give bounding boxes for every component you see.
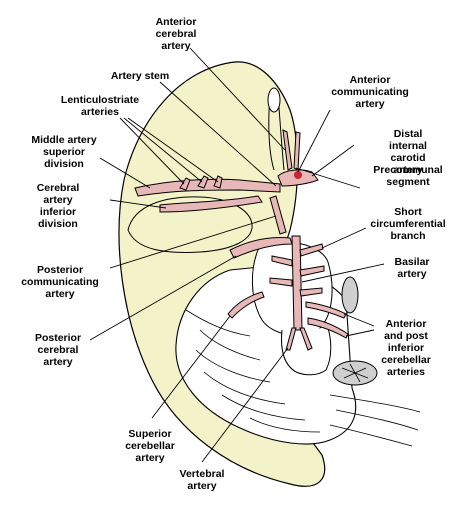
superior-cerebellar-vessel	[227, 291, 265, 319]
spinal-cord-hatch	[341, 363, 369, 383]
leader-anterior-communicating	[297, 109, 331, 173]
middle-cerebral-artery-vessel	[134, 178, 281, 197]
leader-posterior-cerebral	[89, 255, 237, 341]
leader-cerebellar-2	[345, 329, 375, 337]
posterior-communicating-vessel	[269, 195, 287, 235]
label-vertebral-artery: Vertebral artery	[179, 468, 225, 492]
label-basilar-artery: Basilar artery	[394, 256, 430, 280]
label-posterior-communicating-artery: Posterior communicating artery	[21, 264, 99, 300]
leader-middle-superior	[99, 157, 151, 189]
leader-short-circumferential	[321, 227, 367, 249]
leader-lenticulostriate-2	[123, 117, 203, 183]
leader-lenticulostriate-3	[127, 117, 219, 183]
label-superior-cerebellar-artery: Superior cerebellar artery	[125, 428, 175, 464]
leader-superior-cerebellar	[151, 315, 231, 419]
label-middle-artery-superior-division: Middle artery superior division	[31, 134, 97, 170]
vertebral-vessels	[285, 327, 313, 351]
cerebellar-arteries-vessels	[305, 301, 349, 339]
anterior-cerebral-artery-vessel	[282, 129, 293, 171]
label-precommunal-segment: Precommunal segment	[373, 164, 443, 188]
leader-precommunal	[295, 167, 361, 189]
leader-anterior-cerebral	[189, 47, 286, 151]
label-posterior-cerebral-artery: Posterior cerebral artery	[34, 332, 82, 368]
olfactory-bulb	[267, 87, 281, 113]
leader-cerebral-inferior	[109, 199, 167, 209]
medulla	[281, 327, 332, 376]
leader-distal-carotid	[311, 144, 355, 177]
lenticulostriate-vessels	[179, 175, 223, 191]
label-short-circumferential-branch: Short circumferential branch	[370, 206, 446, 242]
leader-basilar	[301, 263, 385, 283]
circumferential-branches	[269, 243, 325, 297]
lower-folia	[329, 394, 421, 447]
leader-vertebral	[201, 347, 289, 463]
right-lobe-edge	[341, 276, 359, 314]
leader-posterior-communicating	[109, 215, 277, 269]
label-lenticulostriate-arteries: Lenticulostriate arteries	[60, 94, 140, 118]
anterior-communicating-spot	[294, 171, 302, 179]
label-artery-stem: Artery stem	[110, 70, 170, 82]
label-cerebral-artery-inferior-division: Cerebral artery inferior division	[36, 182, 80, 230]
leader-cerebellar-1	[343, 313, 375, 327]
leader-lines	[89, 47, 385, 463]
label-distal-internal-carotid-artery: Distal internal carotid artery	[389, 128, 427, 176]
middle-cerebral-inferior-vessel	[159, 195, 263, 213]
cerebellar-folia	[185, 309, 321, 433]
temporal-lobe-outline	[127, 196, 253, 253]
label-anterior-and-post-inferior-cerebellar-arteries: Anterior and post inferior cerebellar ar…	[381, 318, 431, 378]
label-anterior-cerebral-artery: Anterior cerebral artery	[155, 16, 197, 52]
leader-lenticulostriate-1	[119, 117, 185, 185]
leader-artery-stem	[159, 81, 277, 187]
arterial-tree	[134, 129, 349, 351]
label-anterior-communicating-artery: Anterior communicating artery	[331, 74, 409, 110]
